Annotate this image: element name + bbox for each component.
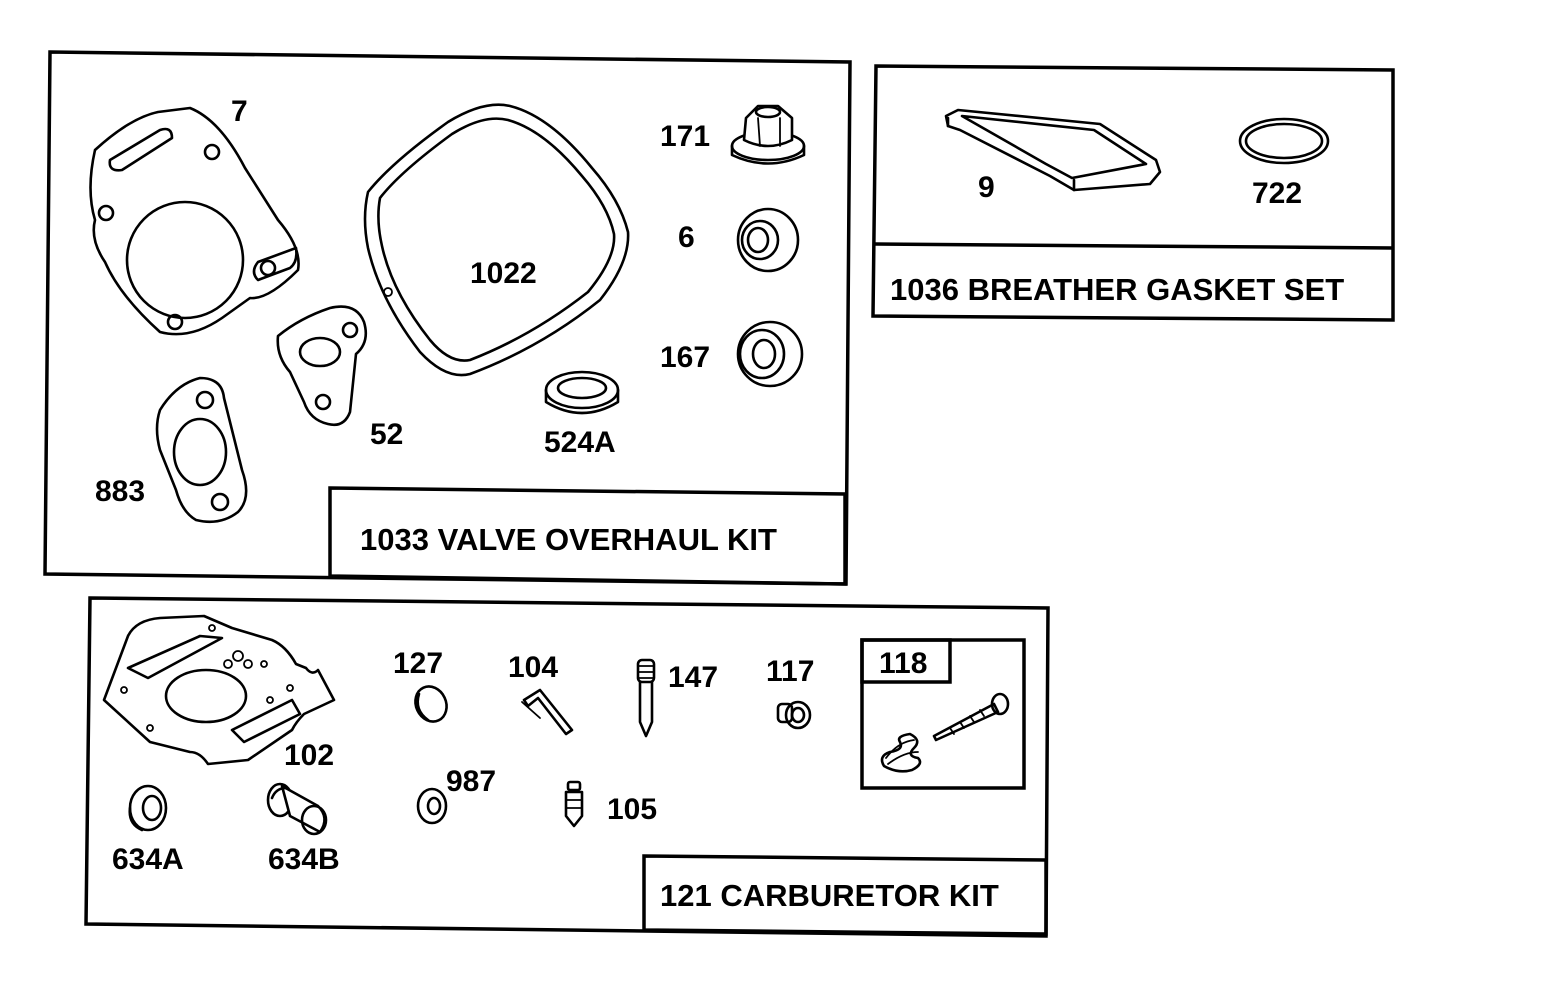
part-label-118: 118 (879, 647, 927, 680)
breather-gasket-set-title: 1036 BREATHER GASKET SET (890, 272, 1344, 307)
valve-seal-icon (736, 207, 800, 273)
part-label-1022: 1022 (470, 257, 537, 290)
breather-o-ring-icon (1238, 117, 1330, 165)
part-label-102: 102 (284, 739, 334, 772)
float-hinge-pin-icon (521, 688, 574, 736)
inlet-needle-icon (564, 780, 584, 828)
part-label-127: 127 (393, 647, 443, 680)
needle-valve-icon (636, 658, 656, 738)
breather-gasket-icon (944, 108, 1162, 192)
part-label-634b: 634B (268, 843, 340, 876)
intake-gasket-icon (276, 305, 368, 427)
rocker-cover-gasket-icon (363, 103, 630, 377)
head-gasket-icon (89, 106, 300, 336)
carburetor-mounting-gasket-icon (102, 614, 336, 766)
part-label-167: 167 (660, 341, 710, 374)
part-label-524a: 524A (544, 426, 616, 459)
flange-nut-icon (730, 104, 806, 165)
mixture-screw-inset (860, 638, 1026, 790)
float-bowl-washer-icon (416, 787, 448, 825)
part-label-105: 105 (607, 793, 657, 826)
valve-overhaul-kit-title: 1033 VALVE OVERHAUL KIT (360, 522, 777, 557)
breather-gasket-set-panel: 1036 BREATHER GASKET SET 9 722 (871, 64, 1395, 322)
idle-screw-plug-icon (776, 700, 812, 730)
welch-plug-icon (414, 685, 448, 723)
part-label-147: 147 (668, 661, 718, 694)
part-label-9: 9 (978, 171, 995, 204)
part-label-634a: 634A (112, 843, 184, 876)
part-label-722: 722 (1252, 177, 1302, 210)
oil-seal-icon (736, 320, 804, 388)
throttle-shaft-bushing-icon (266, 782, 328, 836)
part-label-104: 104 (508, 651, 558, 684)
part-label-987: 987 (446, 765, 496, 798)
part-label-7: 7 (231, 95, 248, 128)
exhaust-gasket-icon (155, 376, 248, 524)
mixture-screw-spring-icon (880, 692, 1010, 773)
part-label-171: 171 (660, 120, 710, 153)
valve-overhaul-kit-panel: 1033 VALVE OVERHAUL KIT 7 1022 (43, 50, 852, 586)
crank-seal-icon (544, 370, 620, 415)
part-label-52: 52 (370, 418, 403, 451)
carburetor-kit-title: 121 CARBURETOR KIT (660, 878, 999, 913)
throttle-shaft-seal-icon (128, 784, 168, 832)
part-label-117: 117 (766, 655, 814, 688)
part-label-6: 6 (678, 221, 695, 254)
carburetor-kit-panel: 121 CARBURETOR KIT 102 127 (84, 596, 1050, 938)
part-label-883: 883 (95, 475, 145, 508)
